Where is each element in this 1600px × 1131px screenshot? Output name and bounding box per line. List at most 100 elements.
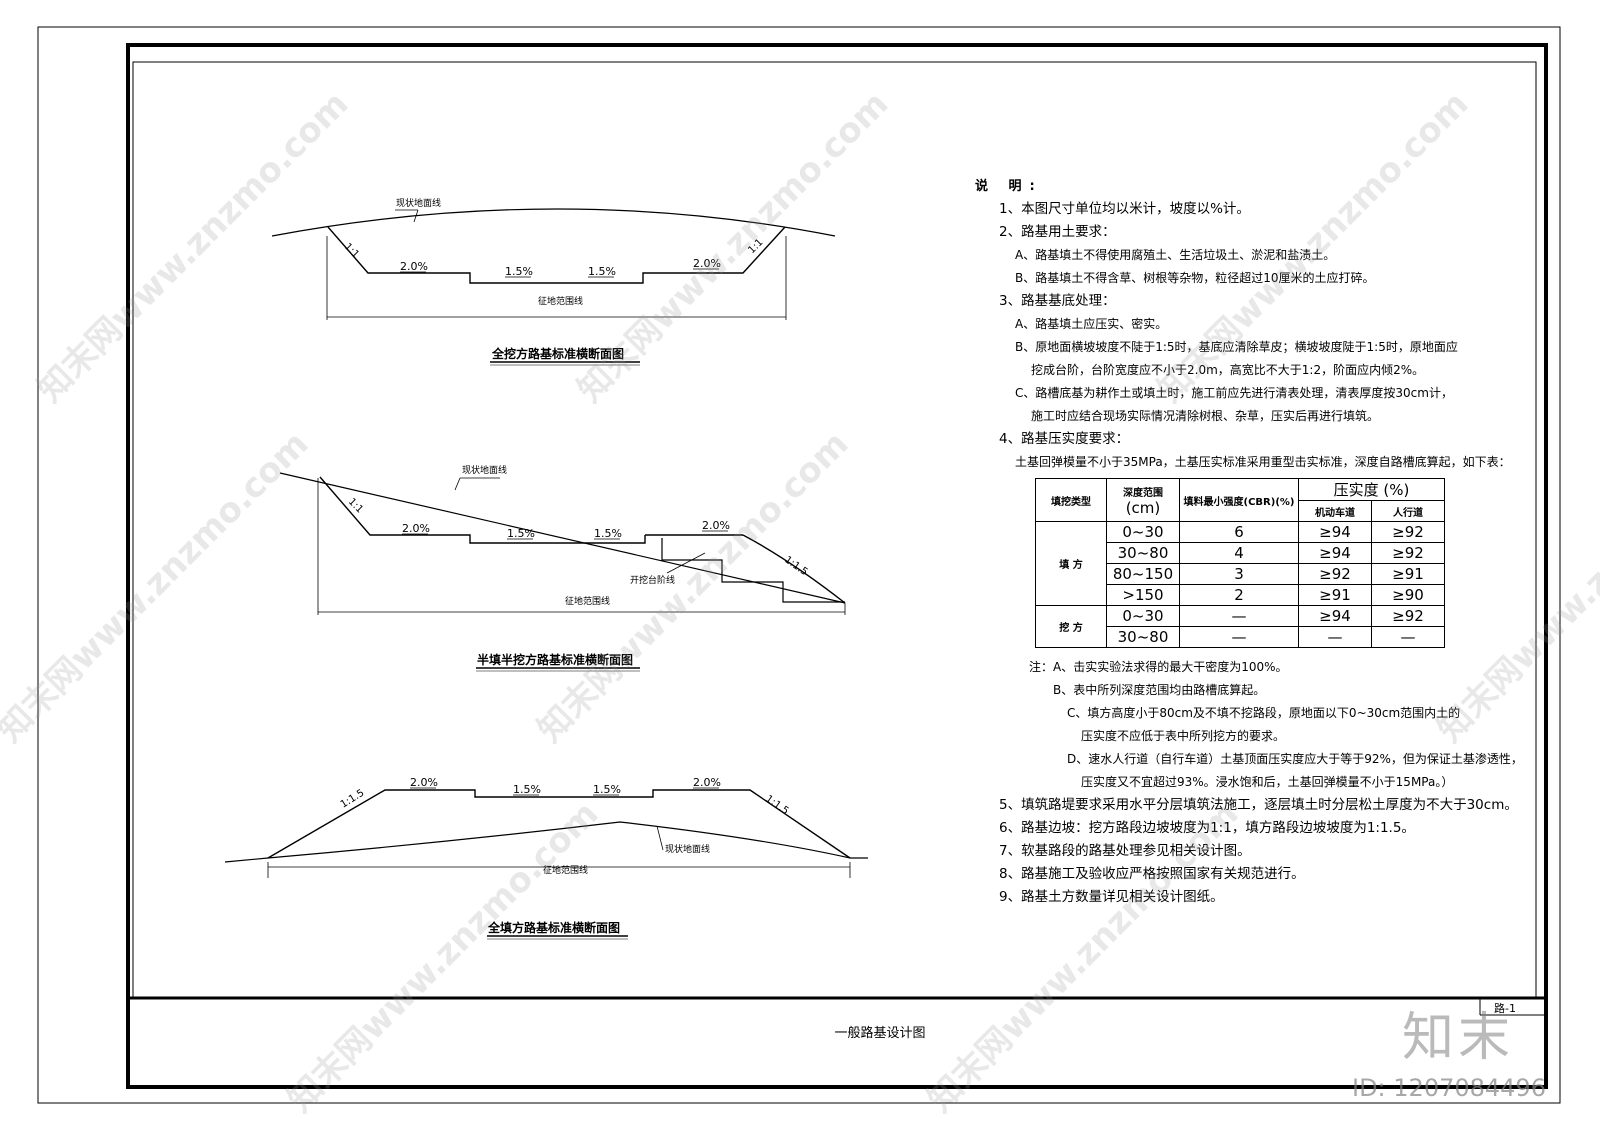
table-cell: 30~80 (1106, 542, 1180, 564)
ground-label: 现状地面线 (665, 843, 710, 855)
grade-label: 2.0% (410, 776, 438, 789)
diagram-title: 全填方路基标准横断面图 (487, 920, 620, 935)
table-header: 机动车道 (1298, 500, 1372, 522)
grade-label: 2.0% (402, 522, 430, 535)
grade-label: 2.0% (400, 260, 428, 273)
table-header: 填料最小强度(CBR)(%) (1179, 478, 1299, 522)
compaction-table: 填挖类型 深度范围 (cm) 填料最小强度(CBR)(%) 压实度 (%) 机动… (1035, 478, 1445, 648)
grade-label: 1.5% (507, 527, 535, 540)
table-cell: — (1179, 605, 1299, 627)
id-watermark: ID: 1207084496 (1352, 1074, 1546, 1102)
drawing-frame (126, 43, 1548, 1089)
table-cell: 填 方 (1035, 521, 1107, 606)
note-item: D、速水人行道（自行车道）土基顶面压实度应大于等于92%，但为保证土基渗透性， (1067, 752, 1523, 766)
grade-label: 1.5% (593, 783, 621, 796)
slope-label: 1:1.5 (782, 554, 809, 578)
ground-label: 现状地面线 (462, 464, 507, 476)
sheet-number: 路-1 (1494, 1002, 1516, 1015)
grade-label: 2.0% (693, 776, 721, 789)
table-cell: 3 (1179, 563, 1299, 585)
table-header: 压实度 (%) (1298, 478, 1445, 501)
table-header-line: 深度范围 (1123, 487, 1163, 499)
note-item: A、路基填土不得使用腐殖土、生活垃圾土、淤泥和盐渍土。 (1015, 248, 1336, 262)
note-item: 1、本图尺寸单位均以米计，坡度以%计。 (999, 201, 1250, 217)
notes-heading: 说 明: (975, 179, 1043, 194)
ground-line (271, 208, 836, 237)
ground-line (279, 472, 846, 604)
table-header: 人行道 (1371, 500, 1445, 522)
fill-profile (267, 789, 851, 859)
slope-label: 1:1.5 (339, 788, 367, 811)
grade-label: 2.0% (702, 519, 730, 532)
base-label: 征地范围线 (543, 864, 588, 876)
note-item: 压实度又不宜超过93%。浸水饱和后，土基回弹模量不小于15MPa。） (1081, 775, 1454, 789)
design-notes: 说 明: 1、本图尺寸单位均以米计，坡度以%计。 2、路基用土要求： A、路基填… (975, 175, 1511, 474)
grade-label: 1.5% (513, 783, 541, 796)
table-cell: 80~150 (1106, 563, 1180, 585)
ground-line (224, 821, 868, 863)
table-row: 挖 方 0~30 — ≥94 ≥92 (1035, 605, 1445, 648)
note-item: 注：A、击实实验法求得的最大干密度为100%。 (1029, 660, 1288, 674)
note-item: 8、路基施工及验收应严格按照国家有关规范进行。 (999, 866, 1305, 882)
outer-border (37, 26, 1561, 1104)
table-row: 30~80 — — — (1036, 626, 1445, 648)
note-item: C、填方高度小于80cm及不填不挖路段，原地面以下0~30cm范围内土的 (1067, 706, 1461, 720)
slope-label: 1:1 (346, 496, 365, 515)
slope-label: 1:1 (342, 241, 361, 260)
table-cell: ≥90 (1371, 584, 1445, 606)
note-item: B、表中所列深度范围均由路槽底算起。 (1053, 683, 1266, 697)
table-cell: ≥94 (1298, 521, 1372, 543)
note-item: 4、路基压实度要求： (999, 431, 1130, 447)
note-item: 挖成台阶，台阶宽度应不小于2.0m，高宽比不大于1:2，阶面应内倾2%。 (1031, 363, 1425, 377)
note-item: 5、填筑路堤要求采用水平分层填筑法施工，逐层填土时分层松土厚度为不大于30cm。 (999, 797, 1518, 813)
table-cell: 30~80 (1106, 626, 1180, 648)
table-cell: ≥94 (1298, 542, 1372, 564)
note-item: 土基回弹模量不小于35MPa，土基压实标准采用重型击实标准，深度自路槽底算起，如… (1015, 455, 1511, 469)
note-item: C、路槽底基为耕作土或填土时，施工前应先进行清表处理，清表厚度按30cm计， (1015, 386, 1453, 400)
table-cell: ≥92 (1371, 521, 1445, 543)
cut-section: 现状地面线 1:1 1:1 2.0% 1.5% 1.5% 2.0% 征地范围线 … (271, 197, 836, 366)
note-item: 6、路基边坡：挖方路段边坡坡度为1:1，填方路段边坡坡度为1:1.5。 (999, 820, 1415, 836)
diagram-title: 半填半挖方路基标准横断面图 (477, 652, 633, 667)
table-cell: >150 (1106, 584, 1180, 606)
step-label: 开挖台阶线 (630, 574, 675, 586)
diagram-title: 全挖方路基标准横断面图 (491, 346, 624, 361)
note-item: B、原地面横坡坡度不陡于1:5时，基底应清除草皮；横坡坡度陡于1:5时，原地面应 (1015, 340, 1458, 354)
cut-profile (319, 476, 646, 544)
design-notes-continued: 注：A、击实实验法求得的最大干密度为100%。 B、表中所列深度范围均由路槽底算… (975, 656, 1523, 909)
table-cell: ≥94 (1298, 605, 1372, 627)
grade-label: 1.5% (588, 265, 616, 278)
table-header-line: (cm) (1125, 498, 1161, 517)
note-item: 3、路基基底处理： (999, 293, 1116, 309)
base-label: 征地范围线 (565, 595, 610, 607)
table-header: 深度范围 (cm) (1106, 478, 1180, 522)
table-row: 30~80 4 ≥94 ≥92 (1036, 542, 1445, 564)
table-cell: 2 (1179, 584, 1299, 606)
table-cell: 挖 方 (1035, 605, 1107, 648)
note-item: 施工时应结合现场实际情况清除树根、杂草，压实后再进行填筑。 (1031, 409, 1380, 423)
note-item: B、路基填土不得含草、树根等杂物，粒径超过10厘米的土应打碎。 (1015, 271, 1375, 285)
slope-label: 1:1.5 (763, 793, 790, 817)
drawing-name: 一般路基设计图 (834, 1025, 925, 1041)
table-row: 填 方 0~30 6 ≥94 ≥92 (1035, 521, 1445, 606)
table-header: 填挖类型 (1035, 478, 1107, 522)
note-item: 压实度不应低于表中所列挖方的要求。 (1081, 729, 1286, 743)
table-cell: 0~30 (1106, 605, 1180, 627)
note-item: 2、路基用土要求： (999, 224, 1116, 240)
table-cell: ≥92 (1298, 563, 1372, 585)
logo-watermark: 知末 (1402, 1008, 1515, 1068)
table-cell: ≥92 (1371, 605, 1445, 627)
note-item: 9、路基土方数量详见相关设计图纸。 (999, 889, 1224, 905)
table-row: >150 2 ≥91 ≥90 (1036, 584, 1445, 606)
table-cell: — (1179, 626, 1299, 648)
cut-profile (327, 226, 786, 284)
fill-section: 现状地面线 1:1.5 1:1.5 2.0% 1.5% 1.5% 2.0% 征地… (224, 776, 868, 940)
ground-label: 现状地面线 (396, 197, 441, 209)
table-cell: 6 (1179, 521, 1299, 543)
grade-label: 1.5% (594, 527, 622, 540)
table-cell: ≥91 (1298, 584, 1372, 606)
note-item: 7、软基路段的路基处理参见相关设计图。 (999, 843, 1251, 859)
table-cell: 0~30 (1106, 521, 1180, 543)
step-lines (661, 538, 845, 603)
